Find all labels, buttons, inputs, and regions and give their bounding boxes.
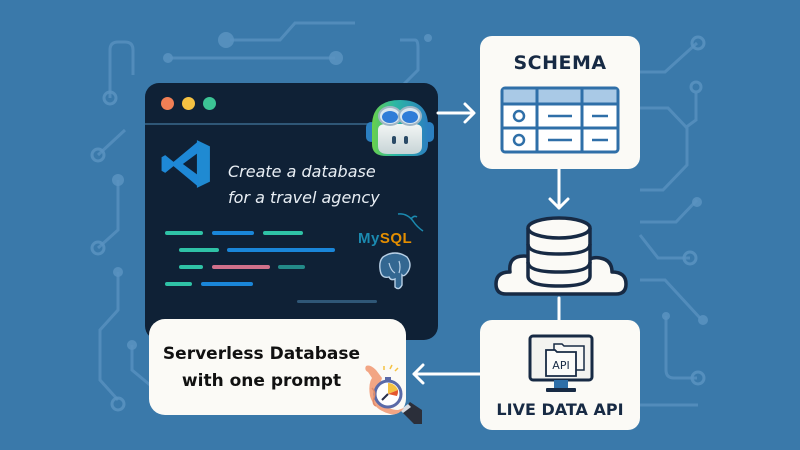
schema-table-icon bbox=[500, 86, 620, 154]
code-line bbox=[212, 231, 254, 235]
code-line bbox=[278, 265, 305, 269]
mysql-logo: MySQL bbox=[358, 230, 412, 247]
mysql-sql-text: SQL bbox=[379, 230, 413, 247]
minimize-dot-icon[interactable] bbox=[182, 97, 195, 110]
prompt-text: Create a database for a travel agency bbox=[228, 159, 418, 211]
monitor-api-icon: API bbox=[528, 334, 594, 392]
code-line bbox=[227, 248, 335, 252]
mysql-my-text: My bbox=[358, 230, 380, 247]
prompt-line-2: for a travel agency bbox=[228, 188, 380, 207]
maximize-dot-icon[interactable] bbox=[203, 97, 216, 110]
api-title: LIVE DATA API bbox=[496, 400, 624, 419]
copilot-icon bbox=[366, 100, 434, 156]
result-line-2: with one prompt bbox=[181, 371, 342, 391]
result-text: Serverless Database with one prompt bbox=[149, 341, 374, 395]
code-line bbox=[179, 248, 219, 252]
stopwatch-hand-icon bbox=[365, 364, 422, 424]
code-line bbox=[263, 231, 303, 235]
code-line bbox=[179, 265, 203, 269]
close-dot-icon[interactable] bbox=[161, 97, 174, 110]
vscode-icon bbox=[161, 140, 210, 188]
result-line-1: Serverless Database bbox=[162, 344, 361, 364]
code-line bbox=[165, 282, 192, 286]
code-line bbox=[297, 300, 377, 303]
titlebar-divider bbox=[145, 123, 370, 125]
code-line bbox=[201, 282, 253, 286]
schema-title: SCHEMA bbox=[513, 52, 607, 74]
schema-card[interactable]: SCHEMA bbox=[480, 36, 640, 169]
result-card[interactable]: Serverless Database with one prompt bbox=[149, 319, 406, 415]
api-screen-label: API bbox=[552, 359, 569, 372]
live-data-api-card[interactable]: API LIVE DATA API bbox=[480, 320, 640, 430]
postgresql-elephant-icon bbox=[379, 252, 411, 290]
code-line bbox=[165, 231, 203, 235]
prompt-line-1: Create a database bbox=[228, 162, 376, 181]
mysql-dolphin-icon bbox=[397, 213, 424, 232]
code-line bbox=[212, 265, 270, 269]
cloud-database-icon[interactable] bbox=[494, 212, 628, 300]
